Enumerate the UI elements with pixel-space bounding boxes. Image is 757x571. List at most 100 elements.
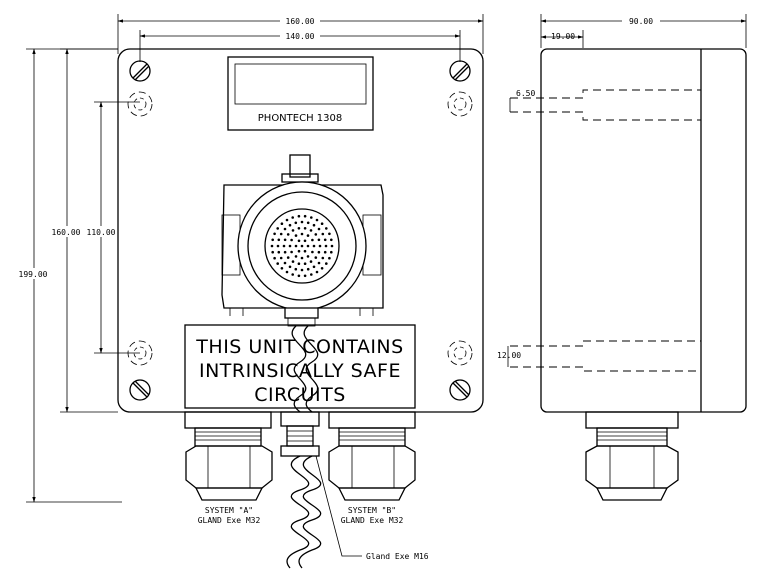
grille-hole — [277, 238, 281, 242]
screw-icon — [129, 60, 151, 82]
grille-hole — [300, 244, 304, 248]
grille-hole — [286, 233, 290, 236]
grille-hole — [306, 234, 310, 237]
grille-hole — [288, 244, 292, 248]
grille-hole — [283, 250, 287, 254]
grille-hole — [291, 260, 295, 263]
gland-a-caption-2: GLAND Exe M32 — [198, 516, 261, 525]
grille-hole — [294, 234, 298, 237]
grille-hole — [291, 216, 295, 219]
gland-b-caption-1: SYSTEM "B" — [348, 506, 396, 515]
grille-hole — [273, 232, 276, 236]
grille-hole — [297, 239, 301, 243]
grille-hole — [279, 232, 283, 236]
grille-hole — [309, 229, 313, 232]
screw-icon — [449, 60, 471, 82]
grille-hole — [303, 262, 307, 266]
grille-hole — [303, 227, 307, 230]
grille-hole — [271, 250, 275, 254]
coiled-cable-lower — [286, 455, 322, 569]
grille-hole — [288, 265, 292, 269]
grille-hole — [323, 238, 327, 242]
grille-hole — [276, 244, 280, 248]
grille-hole — [285, 270, 289, 274]
grille-hole — [276, 227, 280, 230]
screw-icon — [129, 379, 151, 401]
grille-hole — [297, 262, 301, 266]
grille-hole — [312, 244, 316, 248]
grille-hole — [321, 232, 325, 236]
grille-hole — [303, 274, 307, 278]
mounting-hole-icon — [127, 91, 153, 117]
grille-hole — [300, 232, 304, 236]
gland-b-caption-2: GLAND Exe M32 — [341, 516, 404, 525]
dim-label-12: 12.00 — [497, 351, 521, 360]
grille-hole — [297, 214, 301, 218]
grille-hole — [324, 244, 328, 248]
grille-hole — [317, 250, 321, 254]
mounting-hole-icon — [447, 91, 473, 117]
mounting-hole-icon — [447, 340, 473, 366]
dim-label-199: 199.00 — [19, 270, 48, 279]
grille-hole — [314, 256, 318, 259]
grille-hole — [310, 216, 313, 219]
grille-hole — [297, 249, 301, 253]
warning-line-3: CIRCUITS — [254, 384, 346, 406]
warning-line-2: INTRINSICALLY SAFE — [199, 360, 401, 382]
grille-hole — [315, 270, 319, 274]
grille-hole — [283, 238, 287, 242]
grille-hole — [318, 244, 322, 248]
grille-hole — [320, 267, 324, 270]
grille-hole — [314, 233, 318, 236]
grille-hole — [288, 223, 292, 227]
speaker-grille-icon — [270, 214, 334, 278]
grille-hole — [317, 238, 321, 242]
grille-hole — [325, 262, 328, 265]
grille-hole — [315, 218, 319, 222]
grille-hole — [317, 227, 321, 231]
grille-hole — [276, 262, 280, 265]
grille-hole — [294, 255, 298, 258]
grille-hole — [277, 250, 281, 254]
grille-hole — [280, 222, 284, 225]
grille-hole — [297, 227, 301, 230]
dimension-front-width-screws: 140.00 — [139, 30, 461, 62]
grille-hole — [290, 238, 293, 242]
grille-hole — [283, 227, 287, 231]
nameplate: PHONTECH 1308 — [227, 56, 374, 131]
grille-hole — [328, 256, 331, 260]
grille-hole — [285, 218, 289, 222]
dim-label-160-left: 160.00 — [52, 228, 81, 237]
speaker-housing — [221, 154, 384, 327]
dim-label-6-50: 6.50 — [516, 89, 535, 98]
grille-hole — [303, 249, 307, 253]
grille-hole — [306, 267, 310, 271]
grille-hole — [311, 238, 314, 242]
grille-hole — [306, 255, 310, 258]
coiled-cable — [291, 325, 319, 413]
grille-hole — [330, 244, 334, 248]
grille-hole — [280, 267, 284, 270]
grille-hole — [286, 256, 290, 259]
grille-hole — [321, 256, 325, 260]
grille-hole — [312, 223, 316, 227]
gland-a-caption-1: SYSTEM "A" — [205, 506, 253, 515]
grille-hole — [330, 238, 333, 242]
grille-hole — [300, 256, 304, 260]
side-view: 90.00 19.00 6.50 12.00 — [497, 14, 747, 501]
dimension-screw-spacing-vertical: 110.00 — [84, 101, 140, 354]
front-view: PHONTECH 1308 THIS U — [117, 48, 484, 569]
gland-center-m16 — [280, 411, 320, 457]
mounting-hole-icon — [127, 340, 153, 366]
grille-hole — [309, 260, 313, 263]
dimension-box-height: 160.00 — [50, 48, 118, 413]
gland-m16-leader — [315, 455, 362, 557]
grille-hole — [282, 244, 286, 248]
grille-hole — [310, 273, 313, 276]
grille-hole — [317, 261, 321, 265]
grille-hole — [303, 214, 307, 218]
dimension-front-width-outer: 160.00 — [117, 14, 484, 54]
grille-hole — [325, 227, 328, 230]
grille-hole — [283, 261, 287, 265]
